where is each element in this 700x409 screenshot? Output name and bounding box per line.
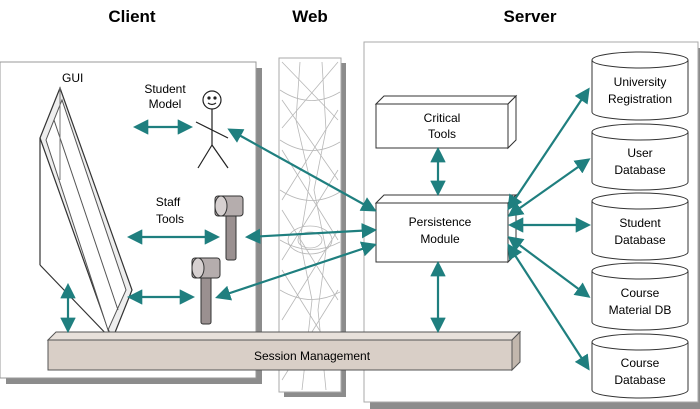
arrow-persistence-db5 bbox=[507, 243, 590, 371]
staff-tools-label-line1: Staff bbox=[156, 195, 181, 209]
server-header: Server bbox=[504, 7, 557, 26]
arrow-hammer1-persistence bbox=[244, 222, 378, 245]
session-management-label: Session Management bbox=[254, 349, 371, 363]
web-header: Web bbox=[292, 7, 328, 26]
student-figure-icon bbox=[195, 90, 229, 169]
database-course bbox=[591, 333, 689, 399]
gui-label: GUI bbox=[62, 71, 83, 85]
database-user bbox=[591, 123, 689, 191]
arrow-hammer2-persistence bbox=[215, 241, 377, 301]
critical-tools-label-line1: Critical bbox=[424, 111, 461, 125]
db-2-label-line1: User bbox=[627, 146, 652, 160]
arrow-persistence-db2 bbox=[507, 158, 591, 217]
database-course-material bbox=[591, 262, 689, 331]
student-model-label-line1: Student bbox=[144, 82, 186, 96]
arrow-student-persistence bbox=[227, 128, 377, 212]
staff-tool-hammer-icon-2 bbox=[191, 257, 221, 325]
staff-tools-label-line2: Tools bbox=[156, 212, 184, 226]
db-5-label-line2: Database bbox=[614, 373, 666, 387]
gui-window bbox=[39, 86, 133, 342]
critical-tools-label-line2: Tools bbox=[428, 127, 456, 141]
db-3-label-line1: Student bbox=[619, 216, 661, 230]
db-1-label-line1: University bbox=[614, 75, 667, 89]
student-model-label-line2: Model bbox=[149, 97, 182, 111]
database-student bbox=[591, 192, 689, 261]
db-5-label-line1: Course bbox=[621, 356, 660, 370]
db-3-label-line2: Database bbox=[614, 233, 666, 247]
db-4-label-line2: Material DB bbox=[609, 303, 672, 317]
database-university-registration bbox=[591, 51, 689, 121]
db-4-label-line1: Course bbox=[621, 286, 660, 300]
client-header: Client bbox=[108, 7, 156, 26]
persistence-module-label-line2: Module bbox=[420, 232, 460, 246]
persistence-module-label-line1: Persistence bbox=[409, 215, 472, 229]
db-1-label-line2: Registration bbox=[608, 92, 672, 106]
db-2-label-line2: Database bbox=[614, 163, 666, 177]
